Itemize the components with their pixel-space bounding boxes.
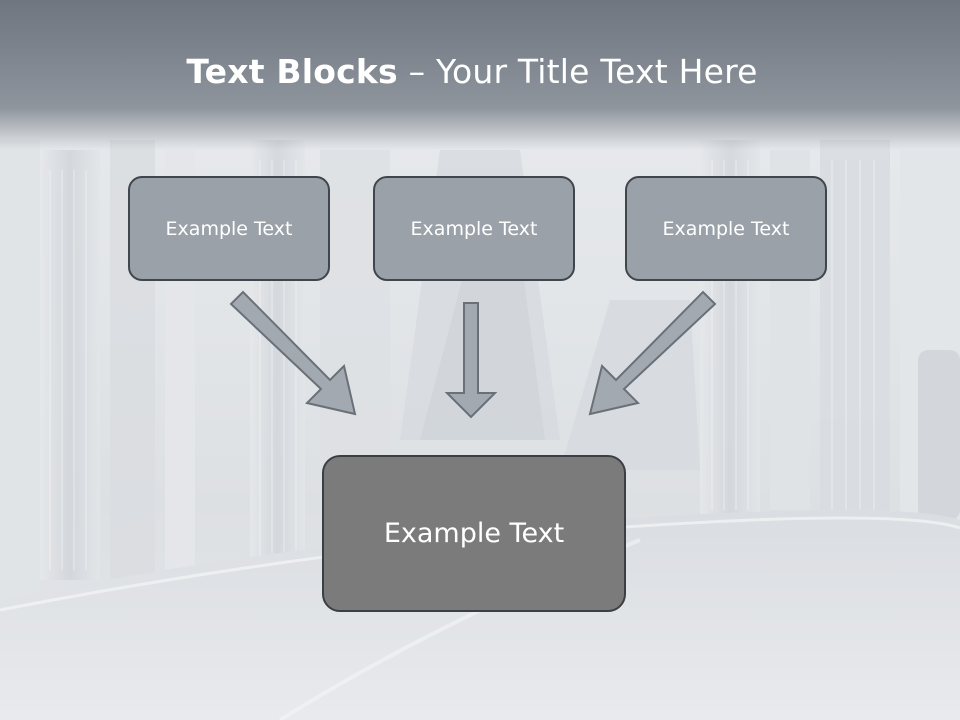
text-block-2[interactable]: Example Text [373, 176, 575, 281]
text-block-1[interactable]: Example Text [128, 176, 330, 281]
text-block-3-label: Example Text [662, 217, 790, 240]
title-rest-text: – Your Title Text Here [397, 52, 758, 91]
title-bold-text: Text Blocks [186, 52, 398, 91]
text-block-1-label: Example Text [165, 217, 293, 240]
text-block-3[interactable]: Example Text [625, 176, 827, 281]
center-text-block[interactable]: Example Text [322, 455, 626, 612]
text-block-2-label: Example Text [410, 217, 538, 240]
title-band [0, 0, 960, 150]
center-text-block-label: Example Text [383, 518, 565, 549]
slide-title: Text Blocks – Your Title Text Here [0, 52, 944, 91]
